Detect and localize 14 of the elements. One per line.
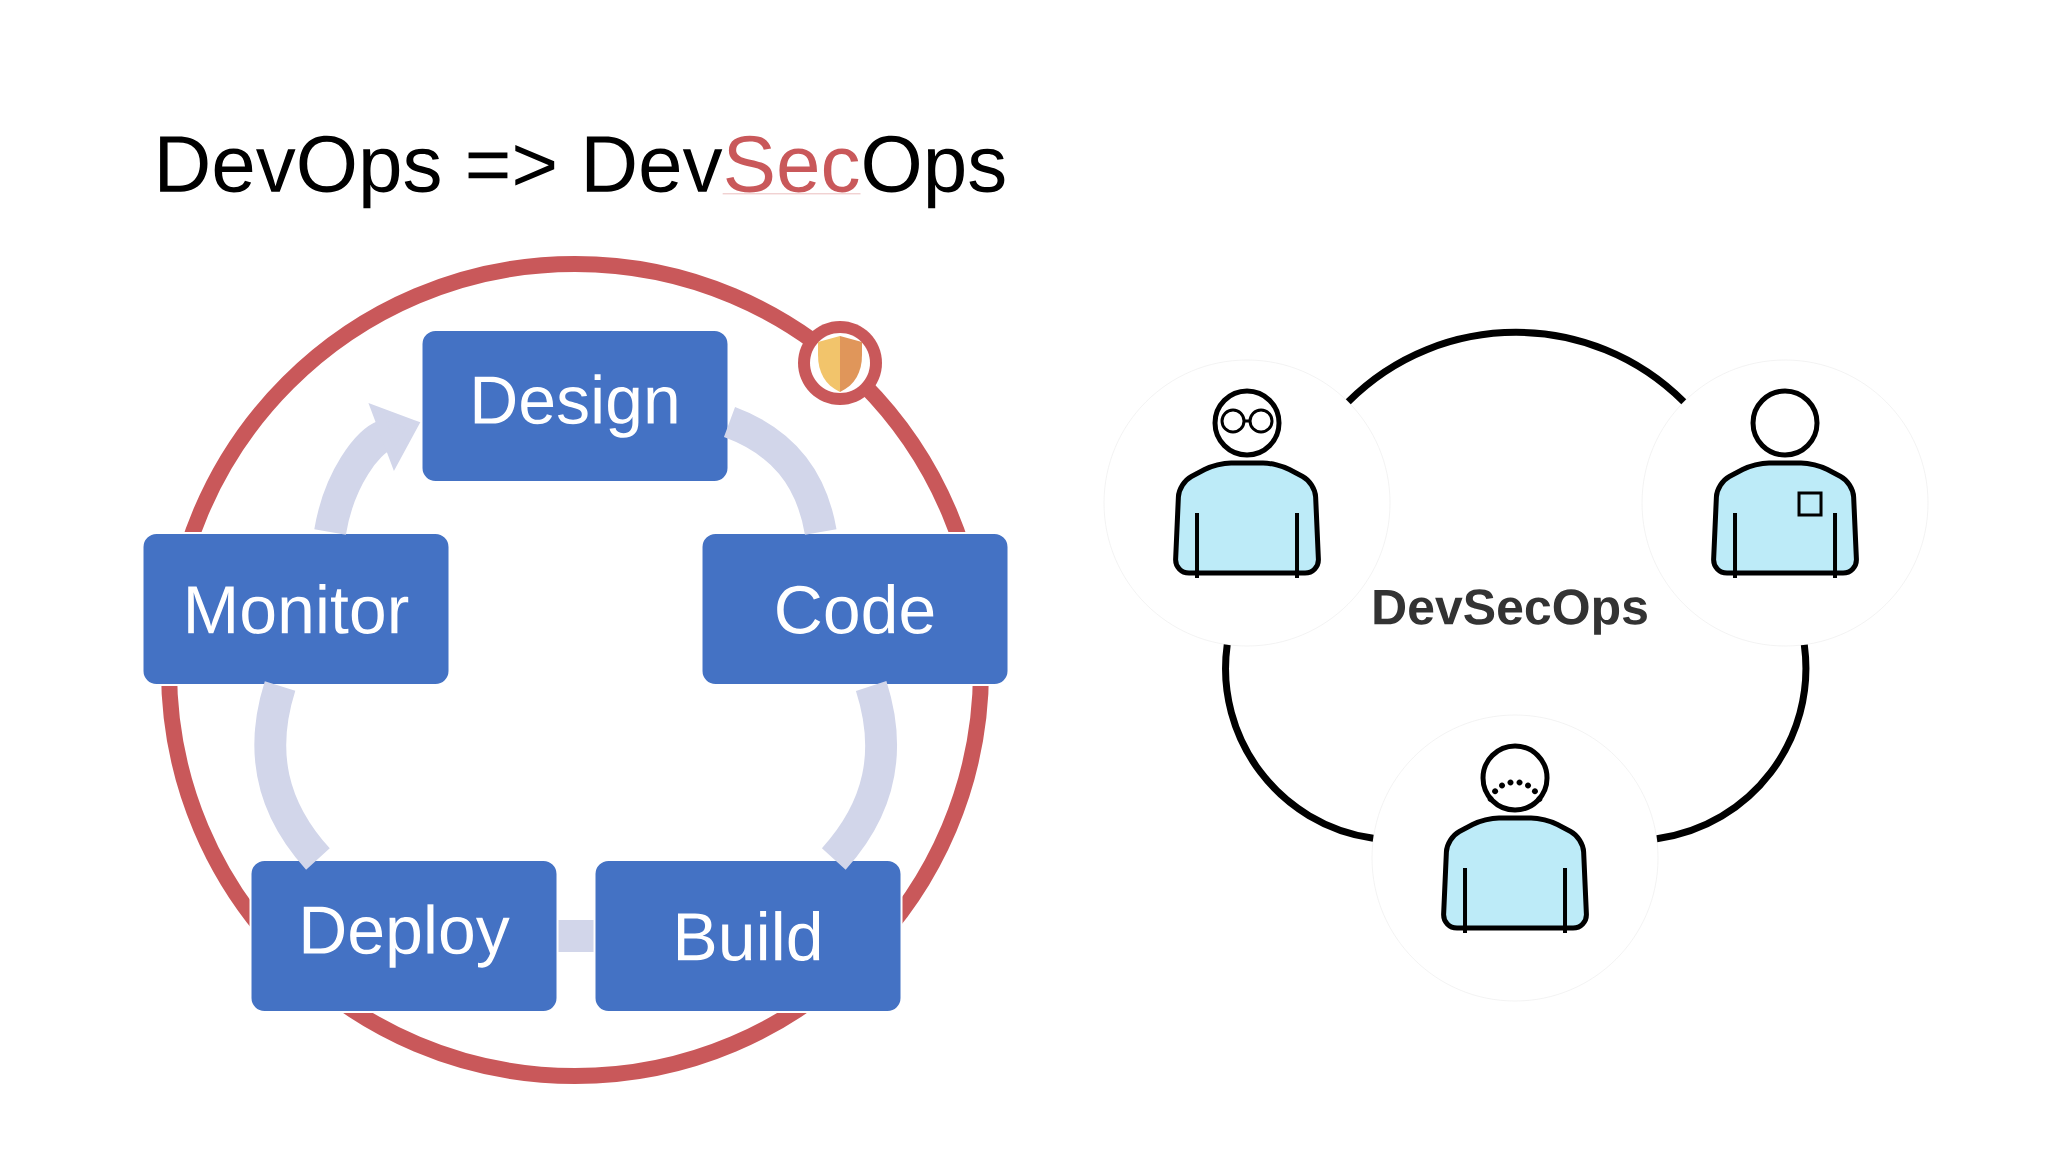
person-icon xyxy=(1371,714,1659,1002)
process-box: Design xyxy=(420,329,730,483)
process-box: Code xyxy=(700,532,1010,686)
process-box: Build xyxy=(593,859,903,1013)
connector xyxy=(821,681,898,870)
connector xyxy=(254,681,331,870)
process-box: Deploy xyxy=(249,859,559,1013)
connector xyxy=(1222,644,1374,842)
connector xyxy=(1345,329,1687,405)
process-box: Monitor xyxy=(141,532,451,686)
connector xyxy=(558,920,594,952)
title: DevOps => DevSecOps xyxy=(160,135,1005,209)
center-label: DevSecOps xyxy=(1374,589,1647,635)
connector xyxy=(1656,644,1810,843)
